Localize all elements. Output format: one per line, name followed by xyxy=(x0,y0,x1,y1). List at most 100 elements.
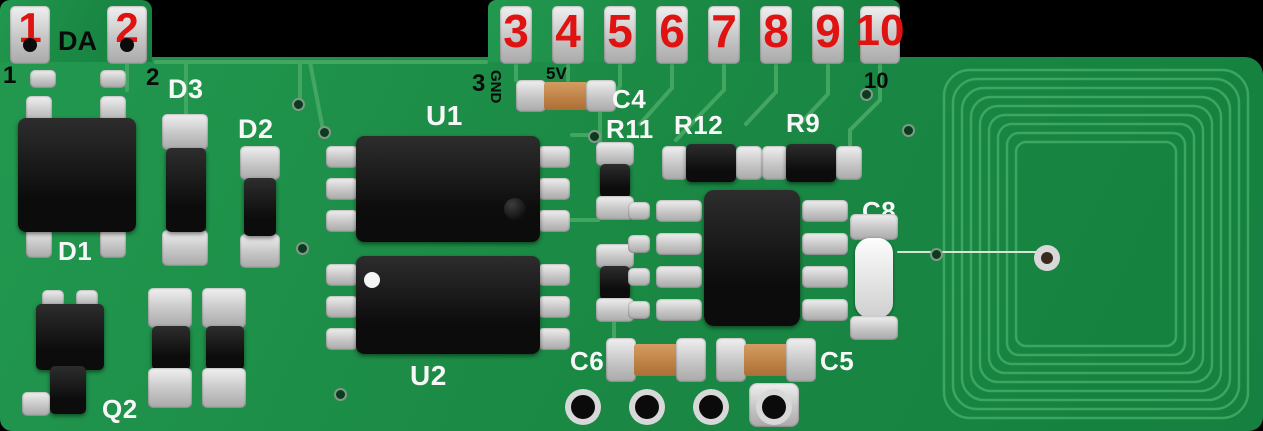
pin-number: 1 xyxy=(18,4,42,51)
pad xyxy=(628,202,650,220)
label-pin10-small: 10 xyxy=(864,68,889,93)
pad xyxy=(26,228,52,258)
pad xyxy=(516,80,546,112)
pad xyxy=(662,146,688,180)
pad xyxy=(850,316,898,340)
u2-pin1-mark xyxy=(364,272,380,288)
pad xyxy=(596,298,634,322)
pin-number: 3 xyxy=(503,5,529,57)
pad xyxy=(22,392,50,416)
component-soic-ic-body xyxy=(704,190,800,326)
pad xyxy=(326,296,358,318)
pin-number: 5 xyxy=(607,5,633,57)
pad xyxy=(656,266,702,288)
pad xyxy=(586,80,616,112)
pin-pad-5: 5 xyxy=(604,6,636,64)
pad xyxy=(786,338,816,382)
label-pin2-small: 2 xyxy=(146,64,160,91)
pin-pad-9: 9 xyxy=(812,6,844,64)
pad xyxy=(326,328,358,350)
pin-pad-7: 7 xyxy=(708,6,740,64)
test-hole xyxy=(756,389,792,425)
component-c6-body xyxy=(634,344,678,376)
component-d2-body xyxy=(244,178,276,236)
pad xyxy=(240,146,280,180)
antenna-mounting-hole xyxy=(1034,245,1060,271)
component-c8-body xyxy=(855,238,893,318)
pin-2-hole xyxy=(120,38,134,52)
via xyxy=(292,98,305,111)
pad xyxy=(148,368,192,408)
pad xyxy=(656,200,702,222)
component-u2-body xyxy=(356,256,540,354)
component-q2-tab xyxy=(50,366,86,414)
pad xyxy=(538,146,570,168)
label-d1: D1 xyxy=(58,236,93,266)
component-q2-body xyxy=(36,304,104,370)
pad xyxy=(656,299,702,321)
pad xyxy=(30,70,56,88)
via xyxy=(296,242,309,255)
pad xyxy=(538,210,570,232)
pad xyxy=(148,288,192,328)
component-body xyxy=(152,326,190,370)
pad xyxy=(76,290,98,308)
pad xyxy=(538,328,570,350)
component-u1-body xyxy=(356,136,540,242)
component-c4-body xyxy=(544,82,588,110)
pad xyxy=(802,266,848,288)
label-q2: Q2 xyxy=(102,394,138,424)
pad xyxy=(538,264,570,286)
label-pin3-small: 3 xyxy=(472,70,486,97)
pad xyxy=(762,146,788,180)
pad xyxy=(606,338,636,382)
test-hole xyxy=(693,389,729,425)
pad xyxy=(42,290,64,308)
pad xyxy=(538,178,570,200)
via xyxy=(860,88,873,101)
pin-number: 4 xyxy=(555,5,581,57)
label-c5: C5 xyxy=(820,346,855,376)
pad xyxy=(162,114,208,150)
pad xyxy=(836,146,862,180)
component-d1-body xyxy=(18,118,136,232)
pad xyxy=(802,200,848,222)
pad xyxy=(628,235,650,253)
pad xyxy=(202,288,246,328)
via xyxy=(318,126,331,139)
antenna-coil xyxy=(942,68,1250,420)
component-c5-body xyxy=(744,344,788,376)
component-body xyxy=(206,326,244,370)
pin-pad-10: 10 xyxy=(856,6,904,64)
pin-pad-3: 3 xyxy=(500,6,532,64)
label-r11: R11 xyxy=(606,114,654,144)
via xyxy=(588,130,601,143)
pad xyxy=(596,142,634,166)
pin-number: 6 xyxy=(659,5,685,57)
pin-pad-2: 2 xyxy=(107,6,147,64)
pad xyxy=(802,299,848,321)
component-r12-body xyxy=(686,144,736,182)
component-body xyxy=(600,266,630,300)
pad xyxy=(326,210,358,232)
component-d3-body xyxy=(166,148,206,232)
via xyxy=(930,248,943,261)
component-r9-body xyxy=(786,144,836,182)
pad xyxy=(538,296,570,318)
pin-number: 7 xyxy=(711,5,737,57)
label-d3: D3 xyxy=(168,74,204,104)
label-r9: R9 xyxy=(786,108,821,138)
pad xyxy=(202,368,246,408)
pin-pad-8: 8 xyxy=(760,6,792,64)
label-gnd: GND xyxy=(487,70,504,104)
pad xyxy=(850,214,898,240)
pad xyxy=(596,196,634,220)
pad xyxy=(628,301,650,319)
pin-pad-6: 6 xyxy=(656,6,688,64)
label-c4: C4 xyxy=(612,84,647,114)
test-hole xyxy=(565,389,601,425)
pad xyxy=(100,228,126,258)
label-5v: 5V xyxy=(546,64,567,83)
label-u2: U2 xyxy=(410,360,447,391)
